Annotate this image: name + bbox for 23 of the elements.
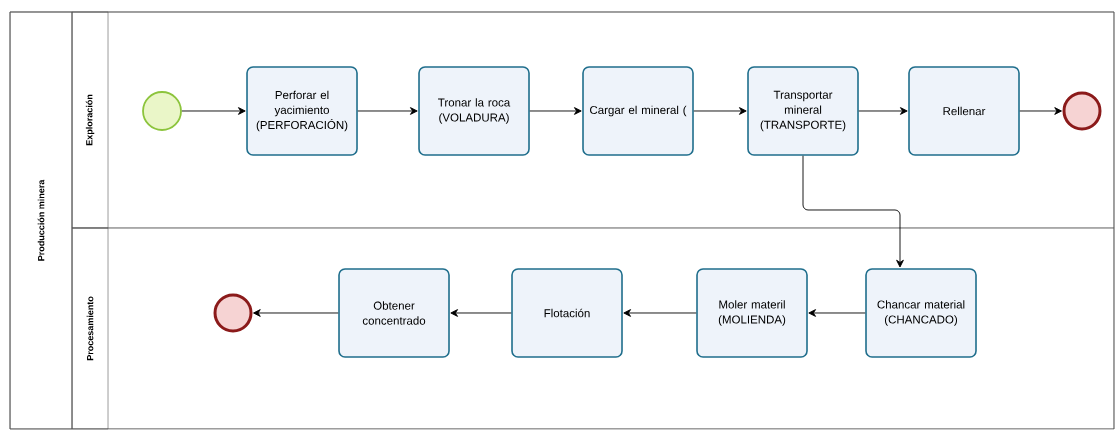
arrow: [808, 309, 866, 317]
arrow: [450, 309, 512, 317]
start-event-circle: [142, 91, 182, 131]
arrow: [181, 107, 246, 115]
task-box: Chancar material (CHANCADO): [865, 268, 977, 358]
arrow: [693, 107, 747, 115]
arrow: [623, 309, 697, 317]
arrow: [858, 107, 908, 115]
task-box: Transportar mineral (TRANSPORTE): [747, 66, 859, 156]
task-box: Moler materil (MOLIENDA): [696, 268, 808, 358]
task-box: Obtener concentrado: [338, 268, 450, 358]
arrow: [529, 107, 582, 115]
task-box: Rellenar: [908, 66, 1020, 156]
arrow: [802, 155, 904, 268]
arrow: [357, 107, 418, 115]
end-event-circle: [213, 293, 253, 333]
arrow: [253, 309, 339, 317]
task-box: Tronar la roca (VOLADURA): [418, 66, 530, 156]
end-event-circle: [1062, 91, 1102, 131]
task-box: Flotación: [511, 268, 623, 358]
task-box: Cargar el mineral (: [582, 66, 694, 156]
arrow: [1019, 107, 1062, 115]
task-box: Perforar el yacimiento (PERFORACIÓN): [246, 66, 358, 156]
